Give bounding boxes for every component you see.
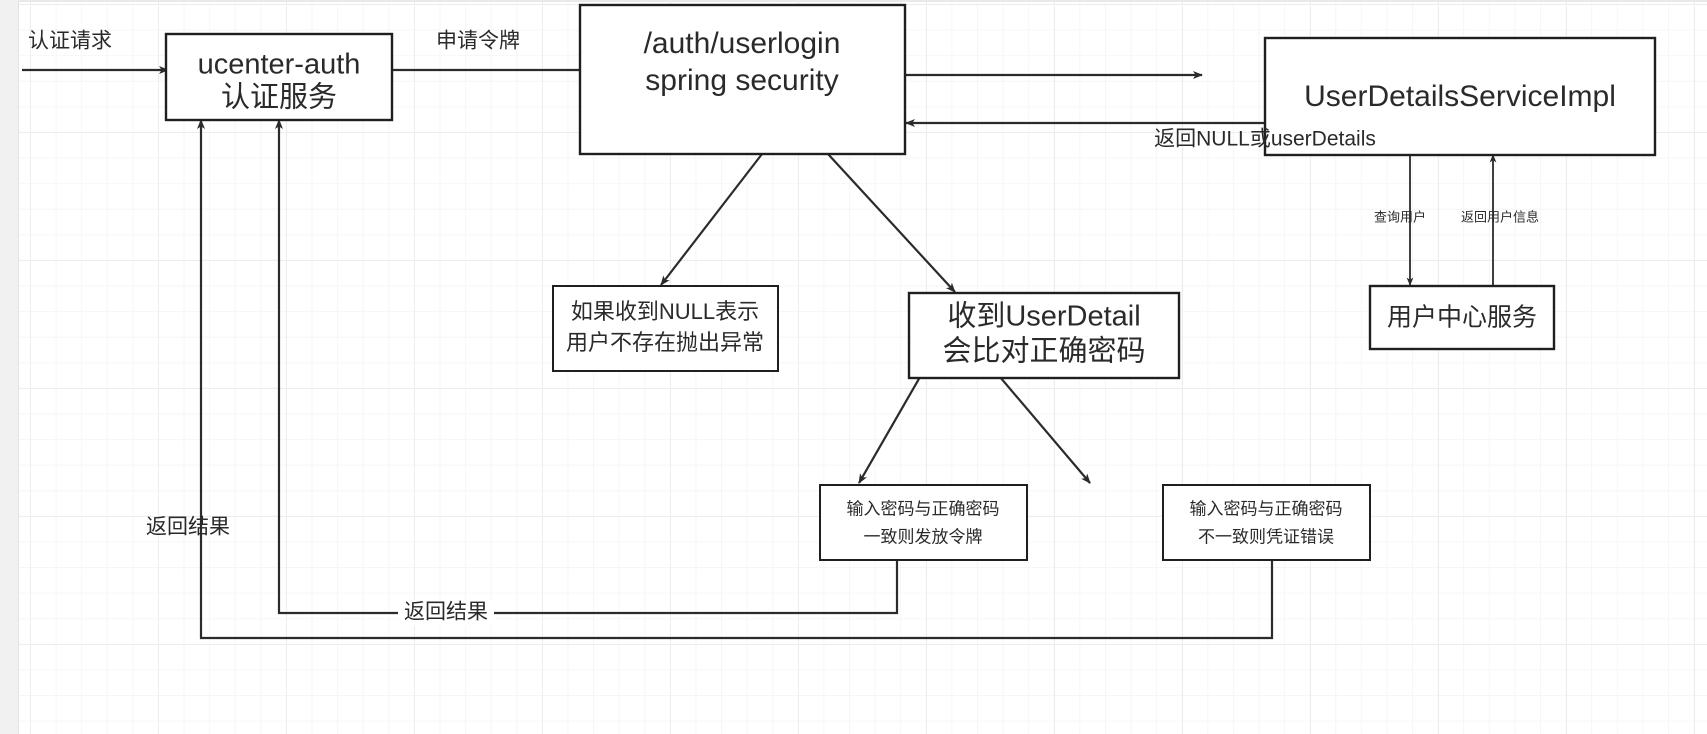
note-received-userdetail-line2: 会比对正确密码 [942,335,1145,368]
node-ucenter-service-label: 用户中心服务 [1387,304,1537,332]
edge-to-note-match [858,376,921,484]
node-ucenter-auth-line2: 认证服务 [221,81,337,114]
edge-return-result-1 [275,119,899,615]
note-password-match-line1: 输入密码与正确密码 [847,499,1000,518]
edge-return-result-2 [197,119,1274,640]
note-password-match[interactable]: 输入密码与正确密码 一致则发放令牌 [819,484,1028,561]
label-query-user: 查询用户 [1374,209,1426,224]
note-null-response[interactable]: 如果收到NULL表示 用户不存在抛出异常 [552,285,779,372]
note-password-match-line2: 一致则发放令牌 [864,527,983,546]
label-auth-request: 认证请求 [28,30,112,53]
note-password-mismatch-line1: 输入密码与正确密码 [1190,499,1343,518]
label-return-null-or-userdetails: 返回NULL或userDetails [1154,128,1376,151]
edge-to-note-mismatch [999,376,1091,484]
note-null-response-line2: 用户不存在抛出异常 [566,330,764,355]
node-ucenter-service[interactable]: 用户中心服务 [1368,284,1556,351]
note-received-userdetail-line1: 收到UserDetail [947,300,1140,333]
note-null-response-line1: 如果收到NULL表示 [571,299,759,324]
node-ucenter-auth[interactable]: ucenter-auth 认证服务 [164,32,394,122]
node-userdetailsserviceimpl-rect[interactable] [1263,36,1657,157]
note-received-userdetail[interactable]: 收到UserDetail 会比对正确密码 [907,291,1181,380]
note-null-response-rect[interactable] [552,285,779,372]
node-auth-userlogin[interactable]: /auth/userlogin spring security [578,3,907,156]
note-received-userdetail-rect[interactable] [907,291,1181,380]
edge-to-note-null [660,153,763,286]
top-rule [18,0,1707,2]
node-auth-userlogin-line1: /auth/userlogin [644,27,841,60]
node-ucenter-auth-rect[interactable] [164,32,394,122]
node-userdetailsserviceimpl[interactable]: UserDetailsServiceImpl [1263,36,1657,157]
label-return-result-2-group: 返回结果 [398,600,494,626]
label-apply-token: 申请令牌 [436,30,520,53]
note-password-mismatch[interactable]: 输入密码与正确密码 不一致则凭证错误 [1162,484,1371,561]
left-gutter [0,0,19,734]
node-ucenter-auth-line1: ucenter-auth [198,49,361,81]
node-ucenter-service-rect[interactable] [1368,284,1556,351]
label-return-result-1: 返回结果 [146,516,230,539]
edge-to-note-userdetail [827,153,956,293]
label-return-result-2: 返回结果 [404,601,488,624]
note-password-mismatch-line2: 不一致则凭证错误 [1198,527,1334,546]
label-return-result-2-halo [398,600,494,626]
node-auth-userlogin-rect[interactable] [578,3,907,156]
node-userdetailsserviceimpl-label: UserDetailsServiceImpl [1304,80,1616,113]
node-auth-userlogin-line2: spring security [645,64,838,97]
label-return-user-info: 返回用户信息 [1461,209,1539,224]
note-password-mismatch-rect[interactable] [1162,484,1371,561]
note-password-match-rect[interactable] [819,484,1028,561]
